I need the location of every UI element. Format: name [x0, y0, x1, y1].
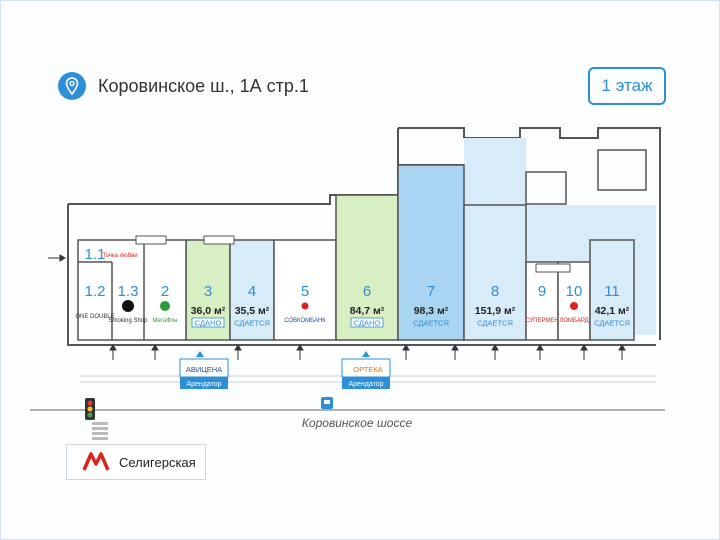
unit-10-logo: ЛОМБАРД: [559, 318, 588, 324]
smoking-shop-logo-icon: [122, 300, 134, 312]
unit-7-box[interactable]: [397, 164, 465, 341]
unit-11-number: 11: [604, 283, 620, 300]
unit-4-number: 4: [248, 283, 256, 300]
unit-4-area: 35,5 м²: [235, 305, 270, 317]
unit-10-box[interactable]: [557, 261, 591, 341]
unit-1-1-logo: Точка любви: [102, 253, 137, 259]
address-title: Коровинское ш., 1А стр.1: [98, 75, 309, 96]
panel-c: [535, 263, 571, 273]
unit-7-area: 98,3 м²: [414, 305, 449, 317]
unit-5-box[interactable]: [273, 239, 337, 341]
megafon-logo-icon: [160, 301, 170, 311]
header: Коровинское ш., 1А стр.1: [58, 68, 309, 104]
unit-6-status-box: [350, 317, 384, 328]
location-pin-icon: [58, 72, 86, 100]
metro-station-badge: Селигерская: [66, 444, 206, 480]
tenant-tag-orteka: ОРТЕКА Арендатор: [341, 351, 391, 389]
unit-5-logo: СОВКОМБАНК: [284, 318, 326, 324]
unit-9-box[interactable]: [525, 261, 559, 341]
unit-3-area: 36,0 м²: [191, 305, 226, 317]
avicena-logo: АВИЦЕНА: [186, 365, 222, 374]
panel-b: [203, 235, 235, 245]
unit-8-area: 151,9 м²: [475, 305, 516, 317]
unit-1-1-number: 1.1: [85, 246, 106, 263]
street-name: Коровинское шоссе: [302, 416, 413, 430]
panel-a: [135, 235, 167, 245]
unit-7-number: 7: [427, 283, 435, 300]
unit-8-status: СДАЕТСЯ: [477, 319, 513, 328]
bus-window: [324, 400, 330, 404]
room-upper-right: [597, 149, 647, 191]
room-service: [525, 171, 567, 205]
unit-6-status: СДАНО: [354, 319, 381, 328]
unit-4-status: СДАЕТСЯ: [234, 319, 270, 328]
crosswalk: [92, 422, 108, 440]
upper-walls: [397, 127, 661, 340]
unit-5-number: 5: [301, 283, 309, 300]
unit-1-2-logo: ONE DOUBLE: [75, 314, 114, 320]
lombard-logo-icon: [570, 302, 578, 310]
unit-6-number: 6: [363, 283, 371, 300]
unit-11-status: СДАЕТСЯ: [594, 319, 630, 328]
orteka-logo: ОРТЕКА: [353, 365, 382, 374]
floor-selector-button[interactable]: 1 этаж: [588, 67, 666, 105]
unit-9-number: 9: [538, 283, 546, 300]
unit-1-3-number: 1.3: [118, 283, 139, 300]
unit-10-number: 10: [566, 283, 583, 300]
unit-11-box[interactable]: [589, 239, 635, 341]
unit-3-number: 3: [204, 283, 212, 300]
unit-2-logo: МегаФон: [152, 318, 177, 324]
tenant-tag-avicena: АВИЦЕНА Арендатор: [179, 351, 229, 389]
metro-station-name: Селигерская: [119, 454, 196, 470]
unit-7-status: СДАЕТСЯ: [413, 319, 449, 328]
avicena-tenant-label: Арендатор: [186, 381, 221, 388]
orteka-tenant-label: Арендатор: [348, 381, 383, 388]
unit-9-logo: СУПЕРМЕН: [525, 318, 559, 324]
metro-m-icon: [82, 452, 110, 471]
unit-6-area: 84,7 м²: [350, 305, 385, 317]
entrance-arrows: [48, 254, 626, 360]
unit-1-2-box[interactable]: [77, 239, 187, 341]
unit-1-3-logo: Smoking Shop: [108, 318, 148, 324]
sovcombank-logo-icon: [301, 302, 309, 310]
unit-1-2-number: 1.2: [85, 283, 106, 300]
unit-3-status-box: [191, 317, 225, 328]
unit-3-status: СДАНО: [195, 319, 222, 328]
unit-8-number: 8: [491, 283, 499, 300]
unit-11-area: 42,1 м²: [595, 305, 630, 317]
unit-2-number: 2: [161, 283, 169, 300]
